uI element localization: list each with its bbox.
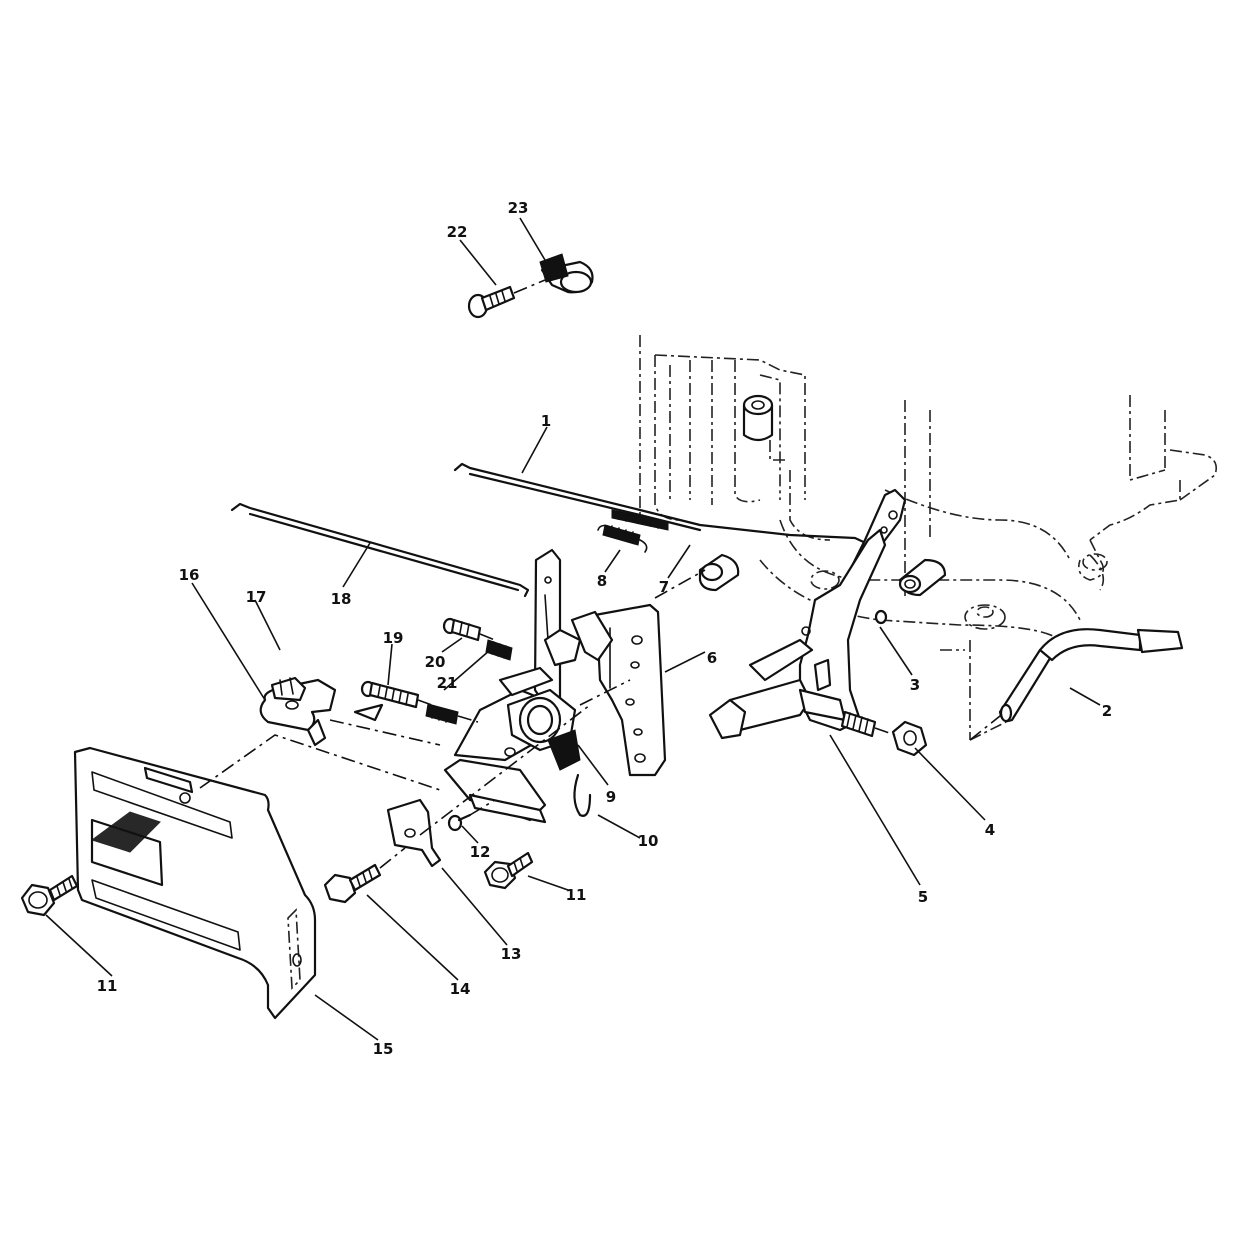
part-1-link-rod bbox=[453, 462, 872, 547]
part-3-retaining-ring bbox=[874, 609, 888, 625]
part-23-cable-clamp bbox=[539, 253, 594, 294]
callout-15: 15 bbox=[373, 1040, 394, 1058]
callout-1: 1 bbox=[541, 412, 551, 430]
part-15-cover-plate bbox=[73, 746, 317, 1020]
part-5-threaded-stud bbox=[840, 710, 877, 738]
callout-12: 12 bbox=[470, 843, 491, 861]
callout-9: 9 bbox=[606, 788, 616, 806]
part-12-axis bbox=[469, 799, 496, 816]
callout-13: 13 bbox=[501, 945, 522, 963]
part-11-bolt-right bbox=[483, 851, 534, 890]
callout-17: 17 bbox=[246, 588, 267, 606]
callout-20: 20 bbox=[425, 653, 446, 671]
part-10-wire-clip bbox=[573, 773, 592, 817]
part-13-small-bracket bbox=[386, 798, 442, 868]
part-14-bolt bbox=[323, 863, 382, 904]
callout-3: 3 bbox=[910, 676, 920, 694]
part-6-bracket-plate bbox=[593, 603, 667, 777]
assembly-axes bbox=[199, 679, 631, 836]
part-12-screw bbox=[447, 813, 472, 832]
part-4-axis bbox=[874, 727, 896, 736]
callout-labels: 1 2 3 4 5 6 7 8 9 10 11 11 12 13 14 15 1… bbox=[97, 199, 1113, 1058]
part-7-governor-spring bbox=[611, 509, 669, 531]
part-21-spring-upper bbox=[485, 639, 513, 661]
engine-block-outline bbox=[639, 335, 1218, 741]
callout-11-right: 11 bbox=[566, 886, 587, 904]
part-9-torsion-spring bbox=[547, 729, 581, 771]
part-22-axis bbox=[513, 279, 546, 294]
part-17-spring-clip bbox=[270, 676, 307, 702]
callout-5: 5 bbox=[918, 888, 928, 906]
part-5-governor-lever bbox=[708, 488, 907, 740]
callout-10: 10 bbox=[638, 832, 659, 850]
callout-22: 22 bbox=[447, 223, 468, 241]
callout-4: 4 bbox=[985, 821, 995, 839]
part-20-screw bbox=[442, 617, 482, 642]
part-21-spring-lower bbox=[425, 703, 459, 725]
callout-8: 8 bbox=[597, 572, 607, 590]
callout-18: 18 bbox=[331, 590, 352, 608]
part-11-bolt-left bbox=[20, 874, 79, 917]
callout-23: 23 bbox=[508, 199, 529, 217]
part-20-axis bbox=[479, 633, 496, 641]
leader-lines bbox=[45, 217, 1101, 1041]
part-14-axis bbox=[379, 847, 406, 869]
callout-7: 7 bbox=[659, 578, 669, 596]
callout-19: 19 bbox=[383, 629, 404, 647]
part-18-choke-rod bbox=[230, 502, 530, 598]
engine-boss-upper bbox=[742, 394, 774, 442]
engine-boss-left bbox=[698, 553, 740, 592]
part-8-extension-spring bbox=[597, 524, 648, 553]
callout-14: 14 bbox=[450, 980, 471, 998]
part-19-long-screw bbox=[360, 680, 420, 709]
part-2-axis bbox=[969, 711, 1006, 741]
part-16-wedge bbox=[353, 703, 384, 722]
callout-16: 16 bbox=[179, 566, 200, 584]
callout-11-left: 11 bbox=[97, 977, 118, 995]
callout-21: 21 bbox=[437, 674, 458, 692]
part-22-bolt bbox=[467, 285, 516, 319]
callout-2: 2 bbox=[1102, 702, 1112, 720]
control-bracket-assembly bbox=[443, 548, 614, 824]
engine-boss-right bbox=[898, 558, 947, 597]
part-6-axis bbox=[654, 569, 706, 599]
part-2-crank bbox=[998, 628, 1184, 723]
callout-6: 6 bbox=[707, 649, 717, 667]
part-21-axis bbox=[457, 715, 479, 723]
part-4-hex-nut bbox=[891, 720, 928, 757]
